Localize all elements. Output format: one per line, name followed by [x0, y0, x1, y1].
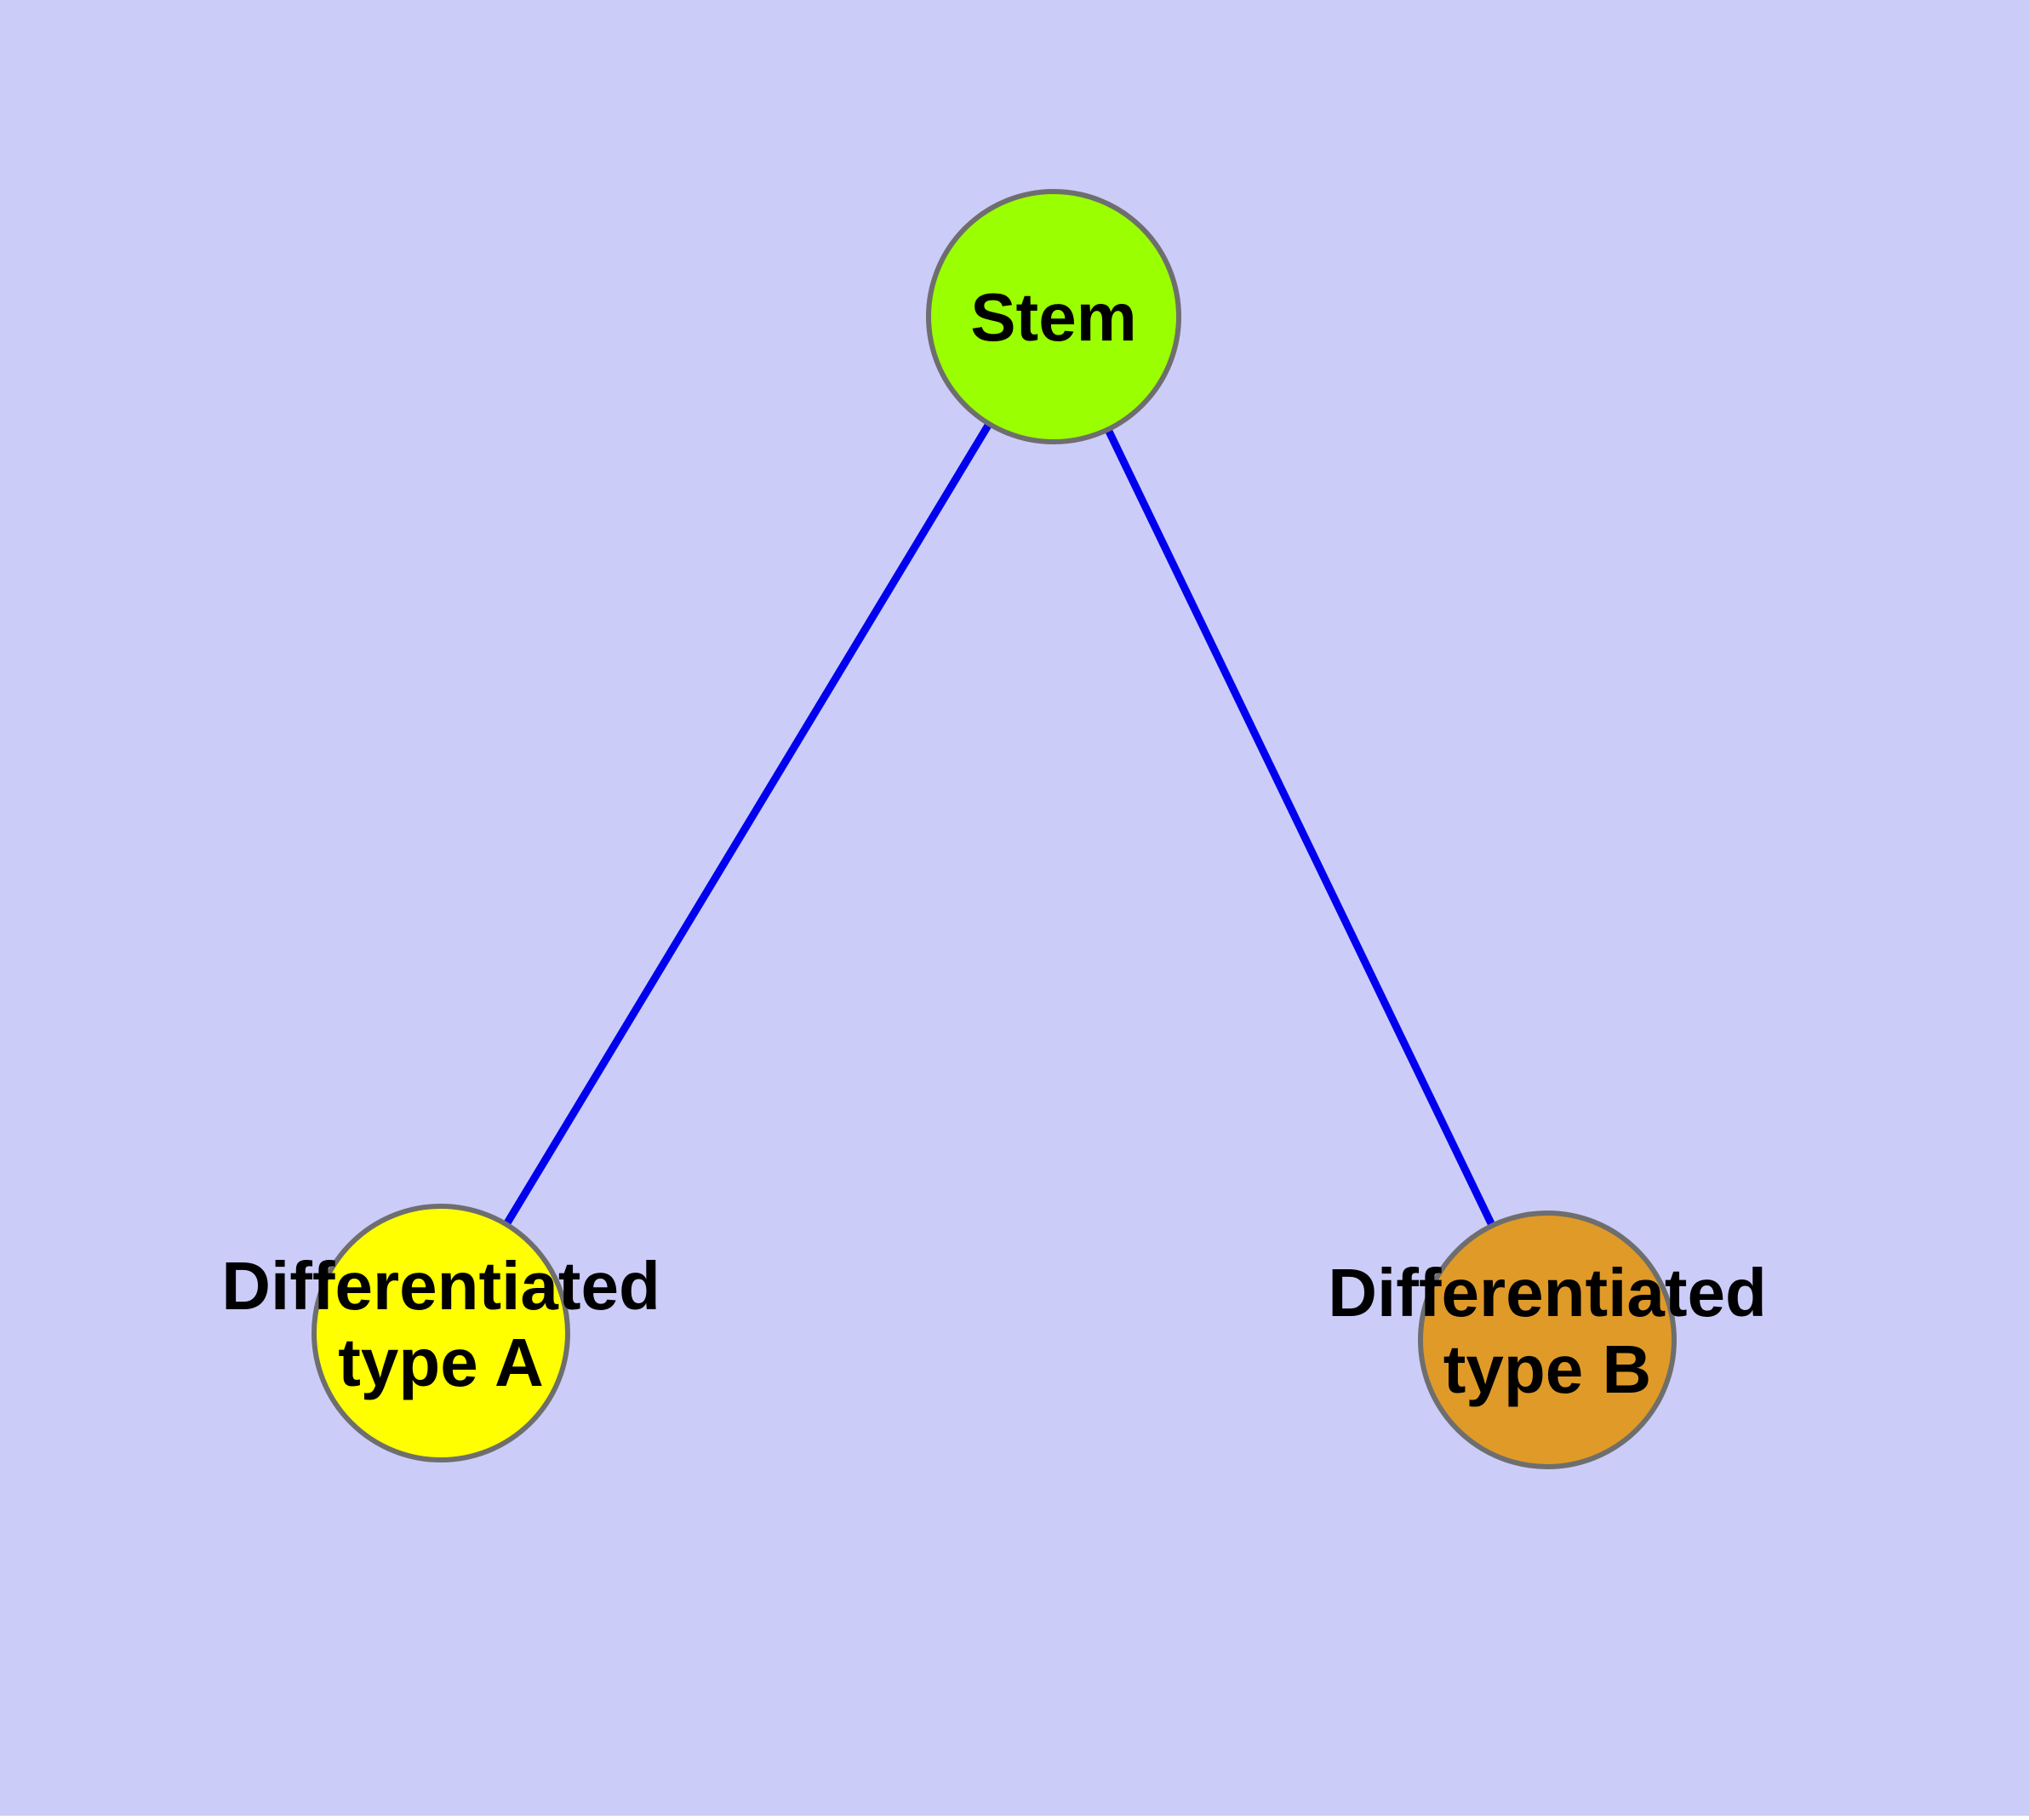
- node-diff-a[interactable]: [311, 1204, 570, 1462]
- node-layer: [311, 189, 1677, 1469]
- edge-layer: [437, 314, 1552, 1342]
- node-diff-b[interactable]: [1418, 1210, 1677, 1469]
- edge-stem-to-diff-a[interactable]: [437, 314, 1057, 1336]
- edge-stem-to-diff-b[interactable]: [1049, 315, 1552, 1342]
- node-stem[interactable]: [926, 189, 1181, 444]
